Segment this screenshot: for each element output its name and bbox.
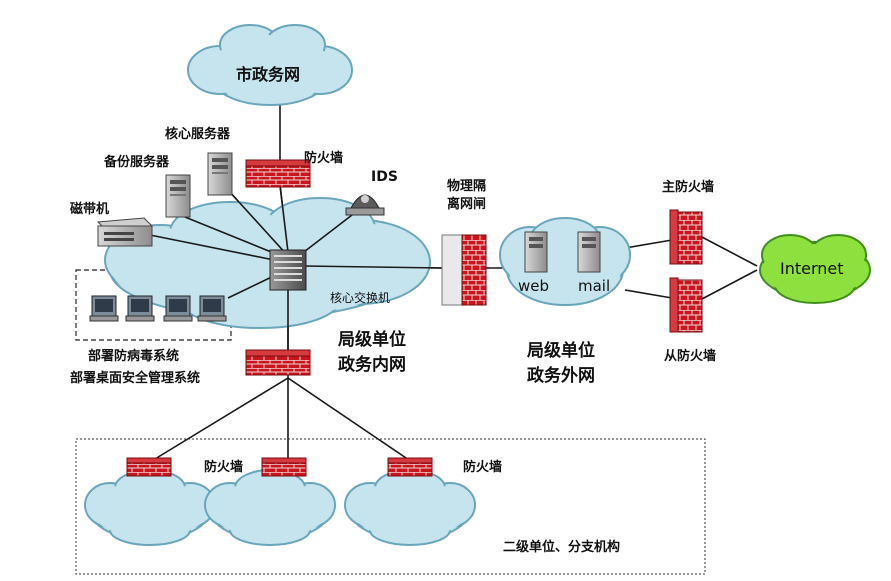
ids-label: IDS [371,169,398,185]
main-firewall-icon [669,209,703,265]
backup-firewall-icon [669,277,703,333]
desktop-mgmt-label: 部署桌面安全管理系统 [70,371,201,386]
firewall-branch-right-label: 防火墙 [463,460,503,475]
branch-cloud-1 [84,469,216,546]
firewall-top-icon [245,159,311,188]
main-firewall-label: 主防火墙 [662,180,715,195]
municipal-cloud [187,24,353,106]
firewall-branch-3-icon [387,457,433,477]
mail-server-icon [577,231,601,273]
web-server-icon [524,231,548,273]
desktop-pc-icons [89,295,227,322]
mail-label: mail [578,277,611,295]
internet-label: Internet [780,259,844,278]
inner-net-label-1: 局级单位 [338,330,406,350]
firewall-branch-left-label: 防火墙 [204,460,244,475]
tape-drive-icon [96,217,154,247]
physical-gap-label-2: 离网闸 [447,197,487,212]
firewall-branch-2-icon [261,457,307,477]
outer-net-label-1: 局级单位 [527,341,595,361]
backup-server-icon [165,174,191,218]
inner-net-cloud [104,197,431,329]
inner-net-label-2: 政务内网 [338,355,406,375]
municipal-net-label: 市政务网 [236,65,301,84]
physical-gap-label-1: 物理隔 [447,179,487,194]
core-server-label: 核心服务器 [165,127,231,142]
backup-firewall-label: 从防火墙 [664,349,717,364]
branch-cloud-2 [204,469,336,546]
branch-units-label: 二级单位、分支机构 [503,540,621,555]
branch-units-box [75,438,706,575]
core-switch-icon [269,249,307,291]
core-links [149,184,443,352]
core-switch-label: 核心交换机 [330,291,391,305]
physical-gap-icon [441,234,487,306]
antivirus-label: 部署防病毒系统 [88,349,180,364]
branch-cloud-3 [344,469,476,546]
tape-drive-label: 磁带机 [70,202,110,217]
firewall-top-label: 防火墙 [304,151,344,166]
ids-icon [345,194,385,216]
outer-net-label-2: 政务外网 [527,366,595,386]
internet-cloud [759,234,871,304]
backup-server-label: 备份服务器 [104,155,170,170]
firewall-inner-icon [245,349,311,376]
core-server-icon [207,152,233,196]
web-label: web [518,277,550,295]
firewall-branch-1-icon [126,457,172,477]
